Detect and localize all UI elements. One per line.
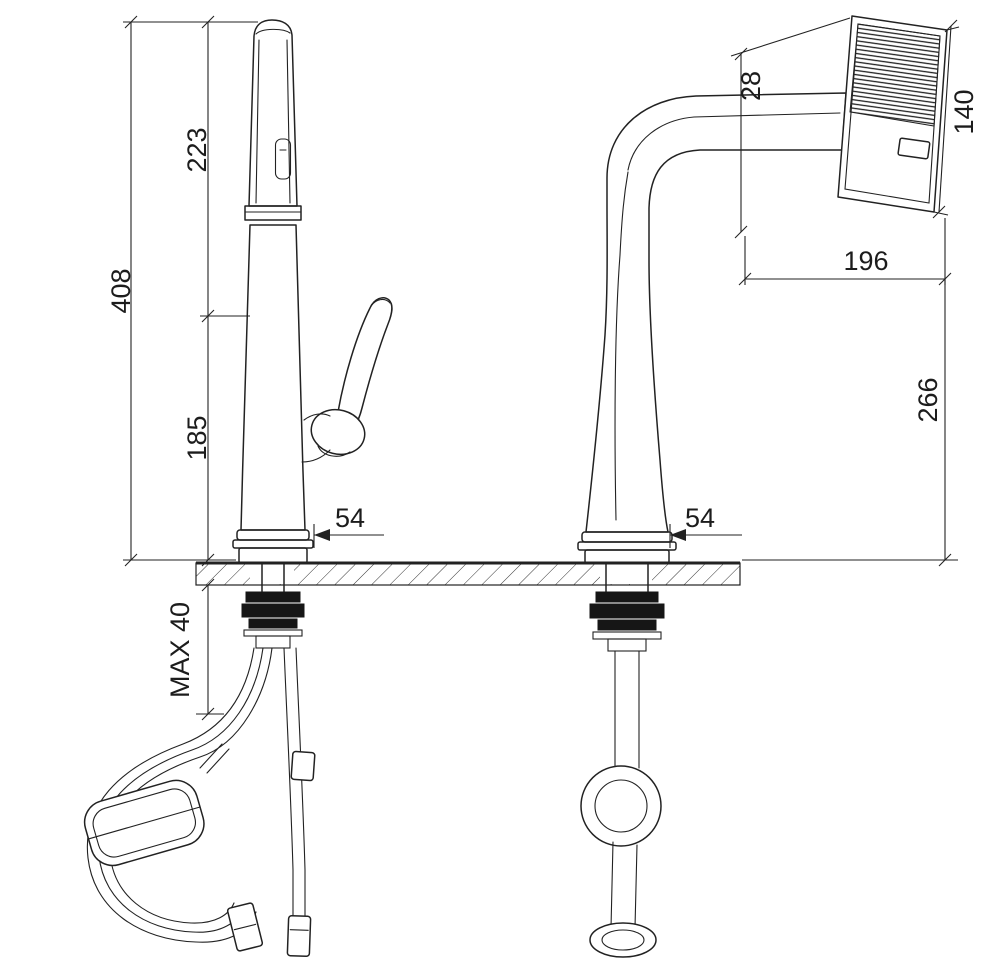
faucet-front-view bbox=[83, 19, 393, 958]
pullout-head bbox=[244, 19, 302, 221]
mounting-nut-right bbox=[595, 591, 659, 603]
spout bbox=[585, 92, 847, 533]
dimension-upper-lower-heights: 223 185 bbox=[182, 15, 250, 567]
base-flange-right bbox=[577, 531, 677, 564]
dimension-reach: 196 bbox=[738, 218, 952, 286]
countertop-hole-right bbox=[600, 564, 652, 584]
base-flange-left bbox=[232, 529, 314, 564]
mounting-hardware-left bbox=[241, 562, 305, 649]
spray-head bbox=[837, 15, 948, 213]
pullout-hose-connector bbox=[290, 750, 316, 782]
dim-label-max40: MAX 40 bbox=[165, 602, 195, 698]
spray-head-clip bbox=[897, 137, 931, 160]
dim-label-28: 28 bbox=[736, 71, 766, 101]
hose-loop bbox=[580, 650, 662, 958]
spray-head-grille bbox=[849, 23, 941, 127]
dim-label-140: 140 bbox=[949, 89, 979, 134]
countertop bbox=[195, 561, 741, 586]
dim-label-408: 408 bbox=[106, 268, 136, 313]
hose-end-fitting bbox=[589, 922, 657, 958]
dimension-head-thickness: 28 bbox=[730, 17, 851, 239]
dim-label-54-left: 54 bbox=[335, 503, 365, 533]
hose-break-mark bbox=[199, 743, 223, 769]
handle-pivot bbox=[310, 408, 366, 456]
supply-hoses bbox=[86, 647, 273, 952]
dimension-deck-thickness: MAX 40 bbox=[165, 578, 224, 721]
dimension-head-length: 140 bbox=[932, 19, 979, 219]
dim-label-223: 223 bbox=[182, 127, 212, 172]
pullout-hose-fitting bbox=[286, 914, 312, 958]
shank-tube-right bbox=[607, 638, 647, 652]
sensor-window bbox=[274, 138, 292, 180]
dimension-base-left: 54 bbox=[313, 503, 384, 548]
hose-weight bbox=[83, 779, 205, 867]
dim-label-54-right: 54 bbox=[685, 503, 715, 533]
dim-label-266: 266 bbox=[913, 377, 943, 422]
pullout-hose bbox=[283, 647, 316, 958]
dimension-spout-height: 266 bbox=[742, 279, 958, 567]
countertop-hole-left bbox=[250, 564, 294, 584]
dim-label-185: 185 bbox=[182, 415, 212, 460]
mounting-nut-left bbox=[245, 591, 301, 603]
shank-tube-left bbox=[255, 635, 291, 649]
mounting-hardware-right bbox=[589, 562, 665, 652]
dimensions: 408 223 185 MAX 40 54 bbox=[106, 15, 979, 721]
dim-label-196: 196 bbox=[843, 246, 888, 276]
faucet-side-view bbox=[577, 15, 948, 958]
handle-lever bbox=[301, 297, 393, 463]
head-collar bbox=[244, 205, 302, 221]
faucet-body bbox=[240, 224, 306, 531]
dimension-base-right: 54 bbox=[669, 503, 742, 548]
dimension-total-height: 408 bbox=[106, 15, 258, 567]
